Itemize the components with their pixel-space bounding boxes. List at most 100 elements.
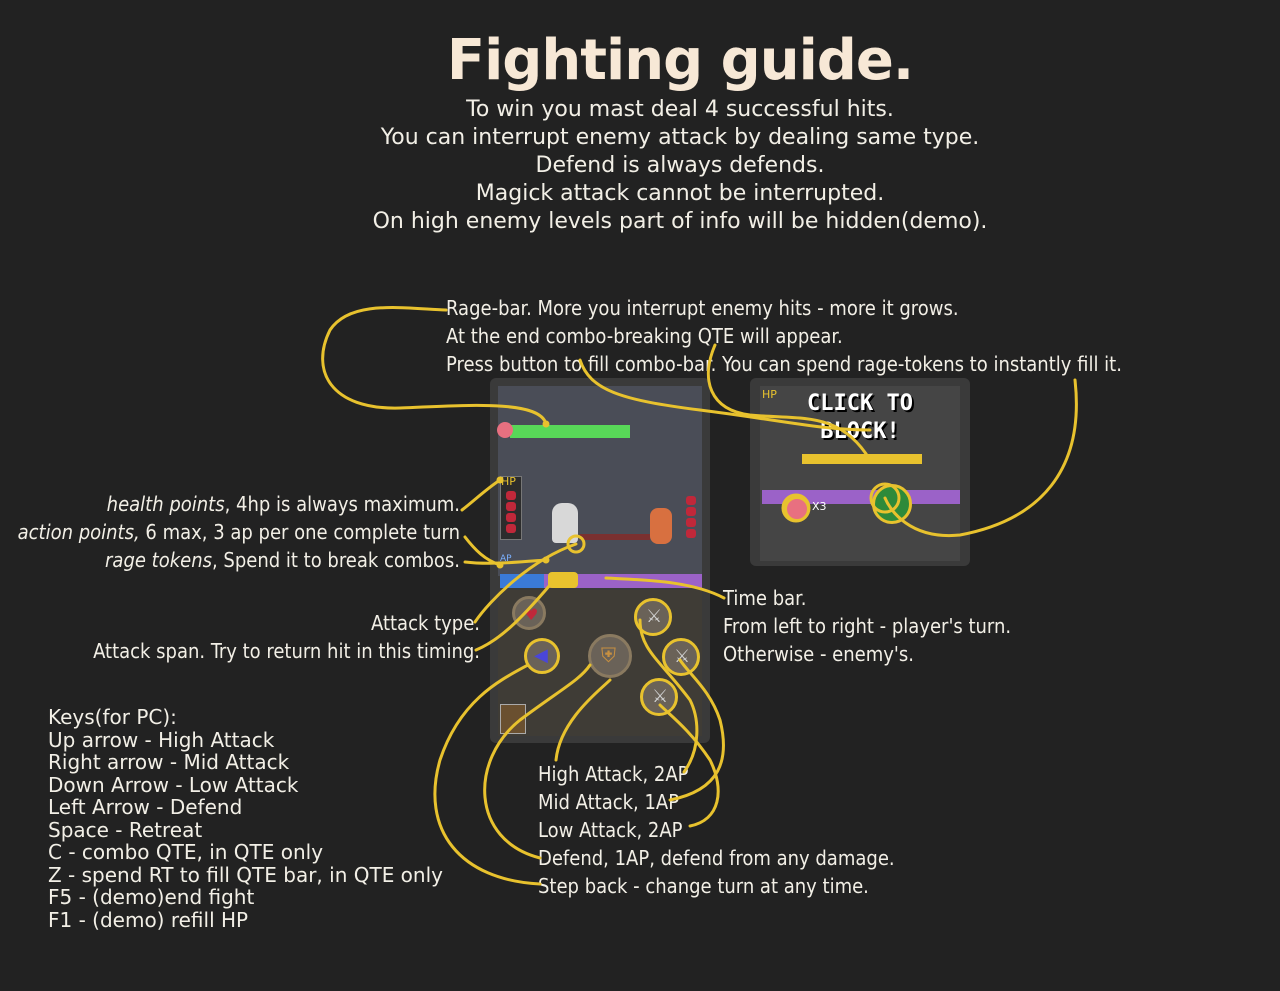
qte-prompt-line: CLICK TO [807,391,913,416]
ap-label: AP [500,554,512,564]
rage-note-line: At the end combo-breaking QTE will appea… [446,324,843,348]
intro-line: Defend is always defends. [535,153,825,178]
low-attack-button[interactable]: ⚔ [640,678,678,716]
sword-right-icon: ⚔ [674,646,691,667]
key-item: Z - spend RT to fill QTE bar, in QTE onl… [48,862,443,887]
callout-circle [566,534,586,554]
action-defend-note: Defend, 1AP, defend from any damage. [538,846,895,870]
intro-text: To win you mast deal 4 successful hits. … [0,96,1280,236]
intro-line: You can interrupt enemy attack by dealin… [380,125,980,150]
hp-term: health points [106,492,225,516]
callout-line [554,678,612,762]
attack-span-note: Attack span. Try to return hit in this t… [93,639,480,663]
rt-note: rage tokens, Spend it to break combos. [18,546,460,574]
callout-circle [869,482,901,514]
sword-up-icon: ⚔ [646,606,663,627]
qte-screenshot: HP CLICK TO BLOCK! X3 [750,378,970,566]
callout-dot [542,556,550,564]
callout-line [883,378,1078,538]
action-mid-note: Mid Attack, 1AP [538,790,680,814]
intro-line: On high enemy levels part of info will b… [372,209,988,234]
callout-line [658,703,720,828]
time-note: Time bar. From left to right - player's … [723,584,1011,668]
callout-line [706,343,872,462]
intro-line: To win you mast deal 4 successful hits. [466,97,894,122]
heart-icon [506,502,516,511]
attack-type-note: Attack type. [370,611,480,635]
qte-prompt: CLICK TO BLOCK! [790,390,930,446]
step-back-button[interactable]: ⛨ [588,634,632,678]
enemy-hp [686,496,696,538]
callout-line [483,663,592,860]
enemy-fairy [650,508,672,544]
player-sword [580,534,650,540]
hp-panel: HP [500,475,522,540]
rage-note-line: Press button to fill combo-bar. You can … [446,352,1122,376]
time-note-line: Otherwise - enemy's. [723,642,914,666]
combo-bar [802,454,922,464]
key-item: Space - Retreat [48,817,203,842]
key-item: Left Arrow - Defend [48,795,243,819]
callout-line [668,658,725,802]
action-stepback-note: Step back - change turn at any time. [538,874,869,898]
token-count: X3 [812,500,827,513]
callout-line [578,358,872,432]
ap-term: action points, [17,520,140,544]
key-item: Down Arrow - Low Attack [48,772,299,797]
rt-term: rage tokens [105,548,212,572]
hp-note: health points, 4hp is always maximum. [18,490,460,518]
defend-button[interactable]: ◀ [524,638,560,674]
rt-desc: , Spend it to break combos. [212,548,460,572]
callout-line [321,306,548,426]
ap-note: action points, 6 max, 3 ap per one compl… [18,518,460,546]
callout-line [473,542,578,624]
key-item: C - combo QTE, in QTE only [48,840,324,864]
callout-circle [781,493,811,523]
callout-dot [542,420,550,428]
arrow-left-icon: ◀ [534,645,548,666]
rage-bar [510,425,630,438]
heart-icon [686,529,696,538]
time-note-line: From left to right - player's turn. [723,614,1012,638]
callout-line [433,663,542,886]
ap-desc: 6 max, 3 ap per one complete turn [139,520,460,544]
callout-dot [496,561,504,569]
callout-line [474,583,552,652]
key-item: F5 - (demo)end fight [48,885,255,909]
heart-icon [686,518,696,527]
heart-icon [506,513,516,522]
battle-scene [498,386,702,576]
keys-heading: Keys(for PC): [48,705,177,729]
keys-list: Keys(for PC): Up arrow - High Attack Rig… [48,706,443,931]
rage-token-icon [497,422,513,438]
mid-attack-button[interactable]: ⚔ [662,638,700,676]
rage-note: Rage-bar. More you interrupt enemy hits … [446,294,1122,378]
rage-note-line: Rage-bar. More you interrupt enemy hits … [446,296,959,320]
time-note-line: Time bar. [723,586,807,610]
qte-block-button[interactable] [872,484,912,524]
action-low-note: Low Attack, 2AP [538,818,683,842]
callout-dot [496,476,504,484]
hp-label: HP [501,475,516,488]
qte-prompt-line: BLOCK! [820,419,900,444]
qte-hp-label: HP [762,388,777,401]
intro-line: Magick attack cannot be interrupted. [475,181,885,206]
action-high-note: High Attack, 2AP [538,762,689,786]
callout-line [638,618,699,774]
callout-line [463,558,548,565]
heart-icon [686,507,696,516]
attack-span-marker [548,572,578,588]
key-item: Up arrow - High Attack [48,727,275,752]
shield-icon: ⛨ [601,643,616,667]
heart-icon [686,496,696,505]
callout-line [463,535,502,567]
sword-down-icon: ⚔ [652,686,669,707]
attack-note: Attack type. Attack span. Try to return … [93,609,480,665]
callout-line [604,576,726,600]
actions-note: High Attack, 2AP Mid Attack, 1AP Low Att… [538,760,895,900]
key-item: Right arrow - Mid Attack [48,750,290,774]
page-title: Fighting guide. [446,28,914,93]
hp-desc: , 4hp is always maximum. [224,492,460,516]
callout-line [460,478,502,512]
